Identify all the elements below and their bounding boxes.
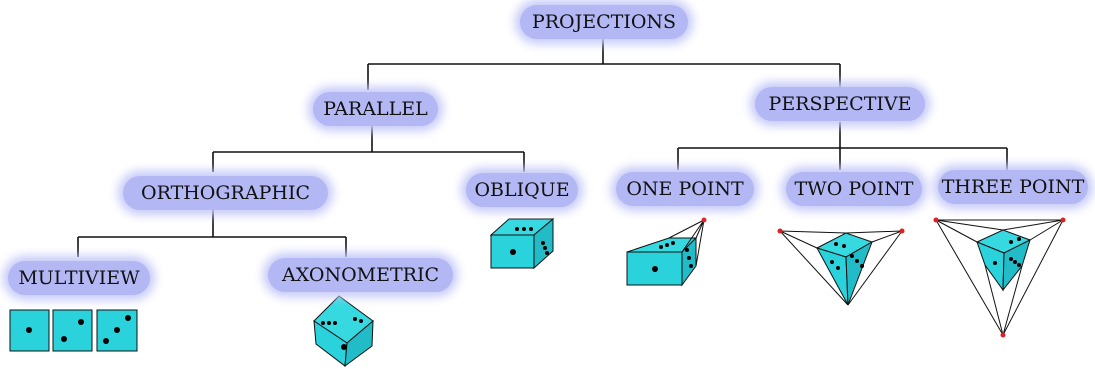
two-point-cube <box>777 228 905 306</box>
node-one-point: ONE POINT <box>616 172 754 206</box>
node-orthographic: ORTHOGRAPHIC <box>123 176 328 210</box>
one-point-cube <box>626 217 707 287</box>
tree-connectors <box>77 38 1008 257</box>
node-parallel: PARALLEL <box>313 92 438 126</box>
multiview-dice <box>9 309 138 352</box>
node-three-point: THREE POINT <box>938 170 1088 204</box>
three-point-cube <box>933 217 1066 338</box>
axonometric-cube <box>313 295 374 368</box>
node-two-point: TWO POINT <box>786 172 922 206</box>
node-oblique: OBLIQUE <box>466 173 578 207</box>
node-perspective: PERSPECTIVE <box>755 87 925 121</box>
oblique-cube <box>489 217 555 270</box>
node-projections: PROJECTIONS <box>520 5 688 39</box>
node-multiview: MULTIVIEW <box>8 261 150 295</box>
node-axonometric: AXONOMETRIC <box>268 258 453 292</box>
